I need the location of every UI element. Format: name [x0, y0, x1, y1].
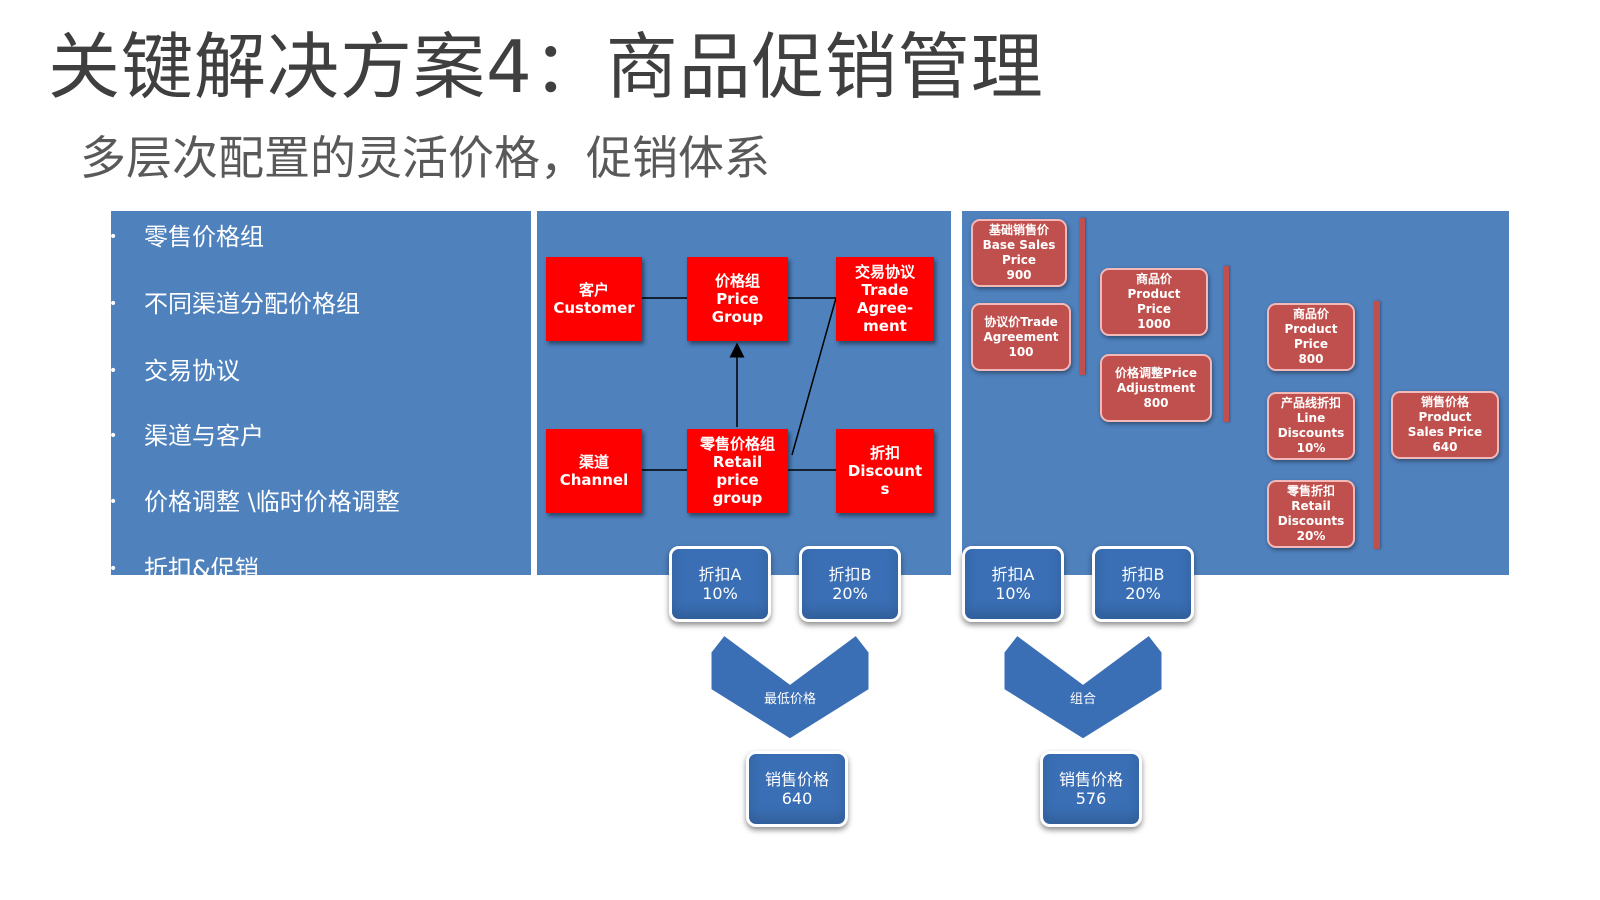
min-price-label: 最低价格 [763, 692, 816, 707]
sales-price-result-left: 销售价格 640 [746, 751, 848, 827]
discount-a-box-right: 折扣A 10% [962, 546, 1064, 622]
combine-label: 组合 [1069, 692, 1096, 707]
product-price-1000-box: 商品价 Product Price 1000 [1100, 268, 1208, 336]
connector-retail-trade [791, 297, 837, 456]
bracket-stage-2 [1223, 266, 1229, 422]
price-adjustment-box: 价格调整Price Adjustment 800 [1100, 354, 1212, 422]
discounts-box: 折扣 Discount s [836, 429, 934, 513]
bullet-icon: • [109, 561, 118, 577]
retail-discounts-box: 零售折扣 Retail Discounts 20% [1267, 480, 1355, 548]
discount-b-box-right: 折扣B 20% [1092, 546, 1194, 622]
trade-agreement-box: 交易协议 Trade Agree- ment [836, 257, 934, 341]
bullet-icon: • [109, 428, 118, 444]
bracket-stage-1 [1079, 218, 1085, 375]
base-sales-price-box: 基础销售价 Base Sales Price 900 [971, 219, 1067, 287]
bracket-stage-3 [1374, 301, 1380, 549]
retail-price-group-box: 零售价格组 Retail price group [687, 429, 788, 513]
chevron-combine-icon [1001, 631, 1165, 742]
product-sales-price-box: 销售价格 Product Sales Price 640 [1391, 391, 1499, 459]
features-panel: •零售价格组 •不同渠道分配价格组 •交易协议 •渠道与客户 •价格调整 \临时… [109, 211, 531, 583]
page-title: 关键解决方案4：商品促销管理 [48, 25, 1044, 109]
bullet-icon: • [109, 363, 118, 379]
customer-box: 客户 Customer [546, 257, 642, 341]
price-group-box: 价格组 Price Group [687, 257, 788, 341]
chevron-min-price-icon [708, 631, 872, 742]
channel-box: 渠道 Channel [546, 429, 642, 513]
sales-price-result-right: 销售价格 576 [1040, 751, 1142, 827]
trade-agreement-price-box: 协议价Trade Agreement 100 [971, 303, 1071, 371]
discount-a-box-left: 折扣A 10% [669, 546, 771, 622]
line-discounts-box: 产品线折扣 Line Discounts 10% [1267, 392, 1355, 460]
product-price-800-box: 商品价 Product Price 800 [1267, 303, 1355, 371]
page-subtitle: 多层次配置的灵活价格，促销体系 [80, 131, 770, 185]
bullet-icon: • [109, 296, 118, 312]
bullet-icon: • [109, 229, 118, 245]
bullet-icon: • [109, 494, 118, 510]
discount-b-box-left: 折扣B 20% [799, 546, 901, 622]
